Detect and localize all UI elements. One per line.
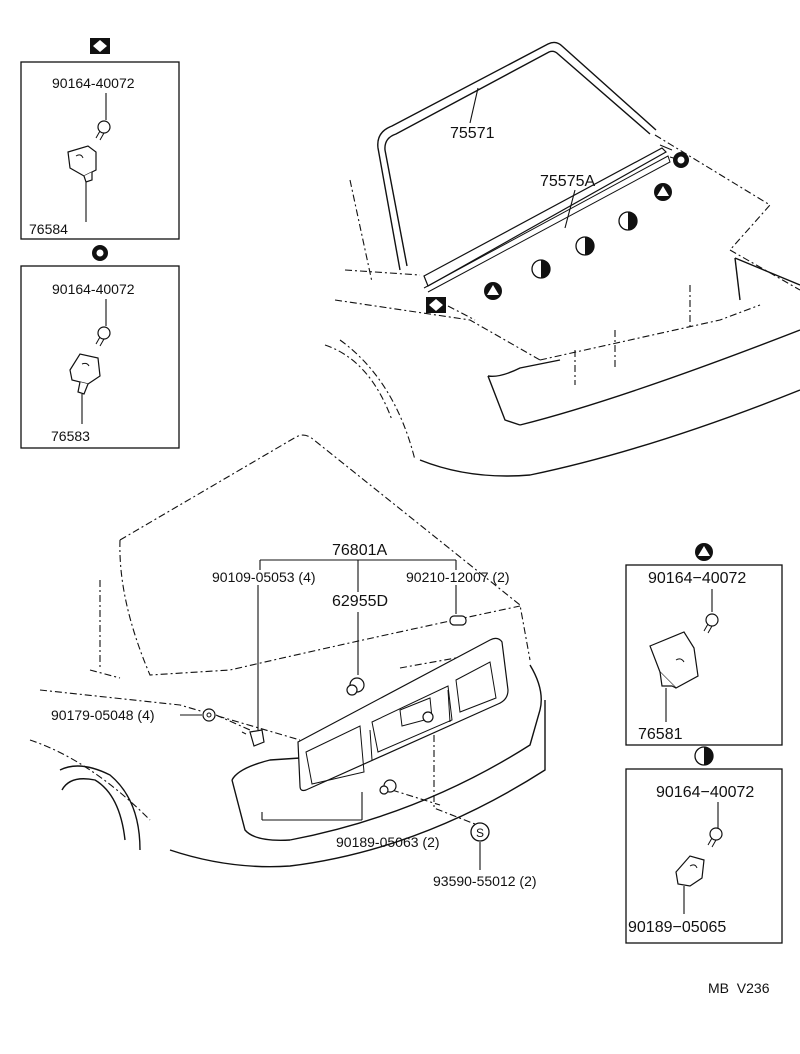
inset-ring-frame [20,265,180,449]
diagram-code: MB V236 [708,980,770,996]
part-75571-label: 75571 [450,125,495,142]
inset-diamond-screw-label: 90164-40072 [52,75,135,91]
ring-symbol-icon [673,152,689,168]
part-75575a-label: 75575A [540,173,595,190]
rear-window-assembly: 75571 75575A [324,41,800,477]
inset-diamond-frame [20,61,180,240]
part-90210-label: 90210-12007 (2) [406,569,510,585]
part-90109-label: 90109-05053 (4) [212,569,316,585]
s-mark-text: S [476,826,484,840]
trunk-garnish-assembly: S 76801A 90109-05053 (4) 90210-12007 (2)… [29,434,546,889]
half-circle-symbol-icon [531,259,551,279]
part-62955d-label: 62955D [332,593,388,610]
inset-ring: 90164-40072 76583 [20,245,180,449]
part-90179-label: 90179-05048 (4) [51,707,155,723]
part-90189-05063-label: 90189-05063 (2) [336,834,440,850]
screw-icon [95,120,111,141]
screw-icon [95,326,111,347]
half-circle-symbol-icon [694,746,714,766]
triangle-symbol-icon [484,282,502,300]
clip-90189-05065-icon [675,855,705,887]
clip-90109-icon [241,729,265,747]
inset-diamond-clip-label: 76584 [29,221,68,237]
clip-76581-icon [649,631,699,689]
screw-icon [707,827,723,848]
triangle-symbol-icon [695,543,713,561]
s-mark-icon: S [470,822,490,842]
part-93590-label: 93590-55012 (2) [433,873,537,889]
inset-diamond: 90164-40072 76584 [20,38,180,240]
clip-76583-icon [69,353,101,395]
diamond-symbol-icon [90,38,110,54]
clip-93590-icon [422,711,434,723]
inset-triangle-screw-label: 90164−40072 [648,570,746,587]
screw-90179-icon [202,708,216,722]
diamond-symbol-icon [426,297,446,313]
inset-half-circle-frame [625,768,783,944]
clip-76584-icon [67,145,97,183]
inset-triangle: 90164−40072 76581 [625,543,783,746]
inset-ring-clip-label: 76583 [51,428,90,444]
emblem-62955d-icon [346,677,365,696]
nut-90210-icon [449,615,467,626]
triangle-symbol-icon [654,183,672,201]
half-circle-symbol-icon [575,236,595,256]
part-76801a-label: 76801A [332,542,387,559]
inset-ring-screw-label: 90164-40072 [52,281,135,297]
clip-90189-05063-icon [379,779,397,795]
inset-triangle-clip-label: 76581 [638,726,683,743]
inset-half-circle: 90164−40072 90189−05065 [625,746,783,944]
screw-icon [703,613,719,634]
ring-symbol-icon [92,245,108,261]
inset-half-circle-clip-label: 90189−05065 [628,919,726,936]
inset-half-circle-screw-label: 90164−40072 [656,784,754,801]
inset-triangle-frame [625,564,783,746]
half-circle-symbol-icon [618,211,638,231]
